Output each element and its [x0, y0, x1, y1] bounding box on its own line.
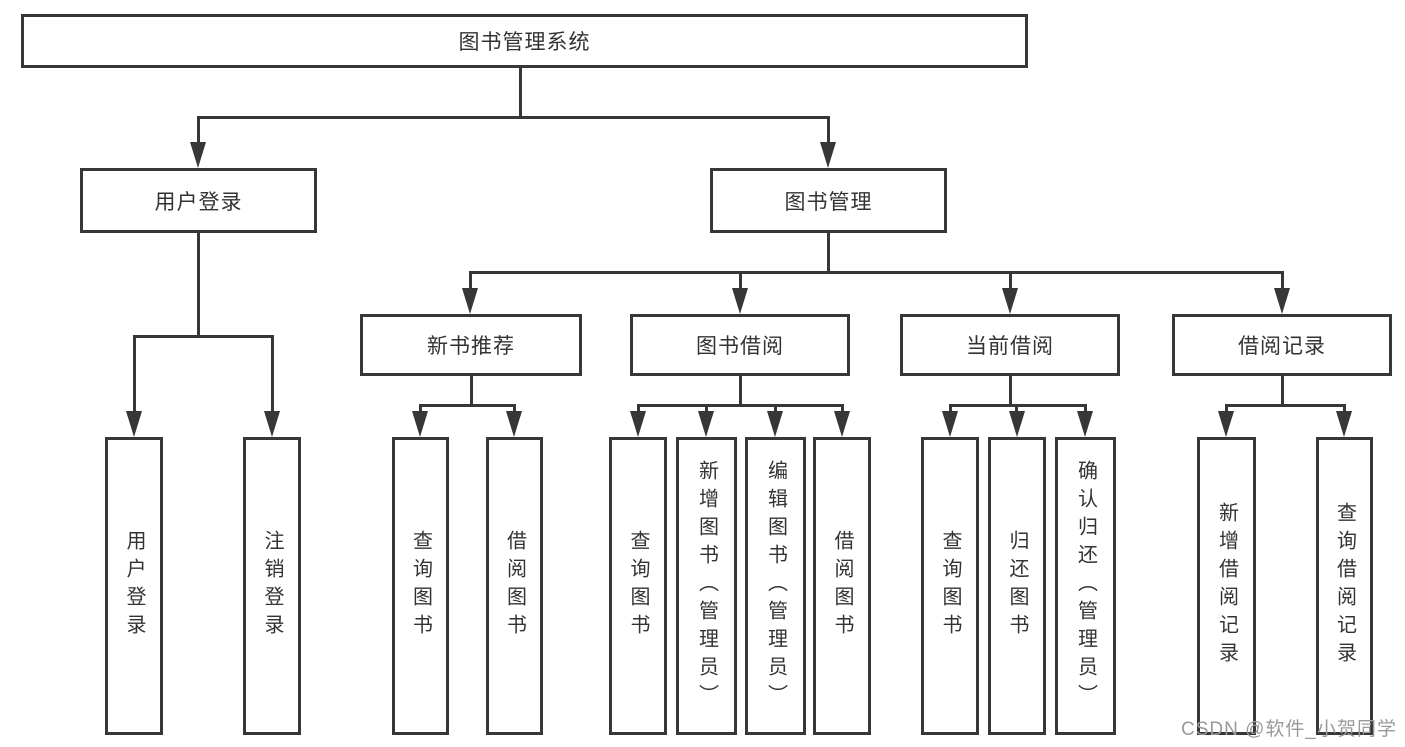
connector-hline: [637, 404, 843, 407]
node-label: 用户登录: [123, 530, 145, 642]
arrow-down-icon: [732, 288, 748, 314]
arrow-down-icon: [264, 411, 280, 437]
connector-hline: [1225, 404, 1345, 407]
arrow-down-icon: [1002, 288, 1018, 314]
connector-vline: [419, 404, 422, 415]
connector-vline: [1009, 376, 1012, 404]
node-book-borrowing: 图书借阅: [630, 314, 850, 376]
connector-vline: [197, 233, 200, 335]
leaf-borrow-books-recommend: 借阅图书: [486, 437, 543, 735]
arrow-down-icon: [630, 411, 646, 437]
node-label: 确认归还（管理员）: [1074, 460, 1097, 712]
connector-hline: [469, 271, 1283, 274]
connector-vline: [827, 116, 830, 148]
connector-vline: [1015, 404, 1018, 415]
node-user-login: 用户登录: [80, 168, 317, 233]
connector-vline: [1084, 404, 1087, 415]
node-label: 注销登录: [261, 530, 283, 642]
connector-vline: [1009, 271, 1012, 291]
arrow-down-icon: [190, 142, 206, 168]
arrow-down-icon: [506, 411, 522, 437]
leaf-query-borrow-record: 查询借阅记录: [1316, 437, 1373, 735]
connector-vline: [637, 404, 640, 415]
leaf-edit-book-admin: 编辑图书（管理员）: [745, 437, 806, 735]
connector-vline: [1225, 404, 1228, 415]
node-label: 图书借阅: [696, 335, 784, 358]
leaf-query-books-recommend: 查询图书: [392, 437, 449, 735]
node-new-book-recommendation: 新书推荐: [360, 314, 582, 376]
connector-hline: [197, 116, 830, 119]
node-label: 用户登录: [154, 190, 243, 214]
connector-vline: [470, 376, 473, 404]
arrow-down-icon: [126, 411, 142, 437]
leaf-add-book-admin: 新增图书（管理员）: [676, 437, 737, 735]
node-label: 当前借阅: [966, 335, 1054, 358]
watermark: CSDN @软件_小贺同学: [1181, 719, 1397, 740]
node-current-borrowing: 当前借阅: [900, 314, 1120, 376]
connector-vline: [827, 233, 830, 271]
connector-vline: [469, 271, 472, 291]
node-book-management: 图书管理: [710, 168, 947, 233]
arrow-down-icon: [1077, 411, 1093, 437]
leaf-confirm-return-admin: 确认归还（管理员）: [1055, 437, 1116, 735]
connector-hline: [133, 335, 274, 338]
connector-hline: [419, 404, 516, 407]
node-label: 归还图书: [1006, 530, 1028, 642]
connector-vline: [841, 404, 844, 415]
connector-vline: [1281, 271, 1284, 291]
node-label: 借阅图书: [831, 530, 853, 642]
node-label: 借阅记录: [1238, 335, 1326, 358]
arrow-down-icon: [1336, 411, 1352, 437]
node-label: 查询图书: [409, 530, 432, 642]
connector-vline: [271, 335, 274, 415]
arrow-down-icon: [462, 288, 478, 314]
leaf-logout: 注销登录: [243, 437, 301, 735]
arrow-down-icon: [942, 411, 958, 437]
node-label: 新书推荐: [427, 335, 515, 358]
leaf-borrow-books: 借阅图书: [813, 437, 871, 735]
node-label: 查询图书: [627, 530, 649, 642]
connector-vline: [197, 116, 200, 148]
connector-vline: [949, 404, 952, 415]
connector-vline: [774, 404, 777, 415]
leaf-return-book: 归还图书: [988, 437, 1046, 735]
leaf-query-books-current: 查询图书: [921, 437, 979, 735]
node-label: 新增图书（管理员）: [695, 460, 718, 712]
arrow-down-icon: [767, 411, 783, 437]
leaf-query-books-borrowing: 查询图书: [609, 437, 667, 735]
node-root-library-system: 图书管理系统: [21, 14, 1028, 68]
node-borrowing-records: 借阅记录: [1172, 314, 1392, 376]
node-label: 查询图书: [939, 530, 961, 642]
connector-vline: [739, 376, 742, 404]
arrow-down-icon: [698, 411, 714, 437]
connector-vline: [519, 68, 522, 116]
node-label: 编辑图书（管理员）: [764, 460, 787, 712]
connector-vline: [513, 404, 516, 415]
connector-vline: [739, 271, 742, 291]
node-label: 借阅图书: [503, 530, 526, 642]
node-label: 查询借阅记录: [1333, 502, 1356, 670]
node-label: 新增借阅记录: [1215, 502, 1238, 670]
connector-vline: [1281, 376, 1284, 404]
leaf-add-borrow-record: 新增借阅记录: [1197, 437, 1256, 735]
node-label: 图书管理: [784, 190, 873, 214]
arrow-down-icon: [1009, 411, 1025, 437]
arrow-down-icon: [412, 411, 428, 437]
connector-vline: [1343, 404, 1346, 415]
leaf-user-login: 用户登录: [105, 437, 163, 735]
arrow-down-icon: [834, 411, 850, 437]
node-label: 图书管理系统: [458, 31, 591, 54]
arrow-down-icon: [820, 142, 836, 168]
connector-vline: [133, 335, 136, 415]
arrow-down-icon: [1218, 411, 1234, 437]
connector-vline: [705, 404, 708, 415]
arrow-down-icon: [1274, 288, 1290, 314]
